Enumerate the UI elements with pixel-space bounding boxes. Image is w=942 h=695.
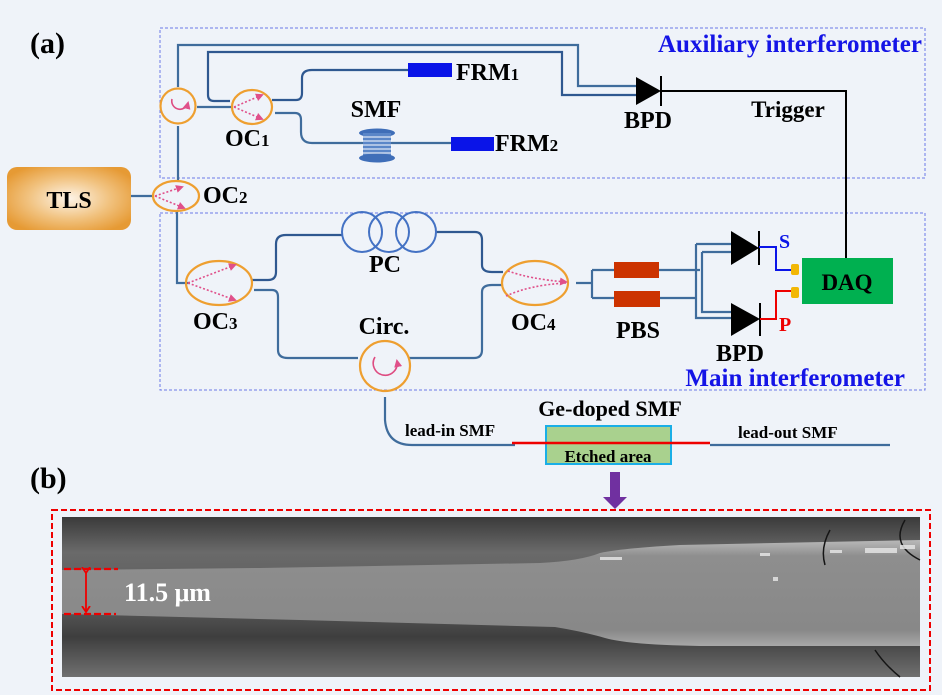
oc3-label: OC3 bbox=[193, 309, 238, 335]
circulator-arrow-icon bbox=[170, 98, 191, 111]
diameter-label: 11.5 μm bbox=[124, 578, 211, 607]
daq-label: DAQ bbox=[821, 270, 872, 295]
frm1-label: FRM1 bbox=[456, 60, 519, 86]
bpd-main-label: BPD bbox=[716, 341, 764, 367]
etched-area-box bbox=[545, 425, 672, 465]
daq-box bbox=[802, 258, 893, 304]
coupler-oc4: OC4 bbox=[500, 259, 570, 336]
s-signal-line bbox=[759, 246, 792, 271]
circ-label: Circ. bbox=[359, 314, 410, 340]
panel-label-b: (b) bbox=[30, 462, 67, 495]
main-interferometer-box bbox=[159, 212, 926, 391]
ge-doped-smf-label: Ge-doped SMF bbox=[538, 396, 682, 421]
arrow-down-icon bbox=[603, 472, 627, 509]
circulator-aux bbox=[159, 87, 197, 125]
coupler-oc2: OC2 bbox=[151, 179, 248, 213]
bpd-aux-diode-icon bbox=[636, 76, 662, 106]
auxiliary-interferometer-title: Auxiliary interferometer bbox=[658, 31, 922, 58]
pbs-label: PBS bbox=[616, 318, 660, 344]
smf-label: SMF bbox=[351, 97, 402, 123]
p-signal-line bbox=[760, 290, 792, 320]
panel-label-a: (a) bbox=[30, 27, 65, 60]
main-interferometer-title: Main interferometer bbox=[685, 365, 905, 392]
lead-in-smf-label: lead-in SMF bbox=[405, 421, 495, 440]
tls-label: TLS bbox=[46, 188, 91, 214]
auxiliary-fibers bbox=[176, 43, 640, 181]
coupler-oc3: OC3 bbox=[184, 259, 254, 335]
circulator-main bbox=[358, 339, 412, 393]
frm2-mirror bbox=[451, 137, 494, 151]
bpd-main-p-diode-icon bbox=[731, 303, 761, 336]
sem-image-frame bbox=[51, 509, 931, 691]
lead-out-smf-label: lead-out SMF bbox=[738, 423, 838, 442]
oc1-label: OC1 bbox=[225, 126, 270, 152]
s-channel-label: S bbox=[779, 231, 790, 253]
polarization-controller-icon bbox=[341, 211, 437, 253]
smf-spool-icon bbox=[359, 128, 395, 163]
coupler-oc1: OC1 bbox=[225, 88, 274, 152]
sem-image bbox=[62, 517, 921, 678]
trigger-line bbox=[661, 90, 847, 262]
main-fibers bbox=[130, 194, 890, 447]
oc2-label: OC2 bbox=[203, 183, 248, 209]
bpd-aux-label: BPD bbox=[624, 108, 672, 134]
tunable-laser-source: TLS bbox=[7, 167, 131, 230]
daq-port-s bbox=[791, 264, 799, 275]
frm1-mirror bbox=[408, 63, 452, 77]
p-channel-label: P bbox=[779, 314, 791, 336]
oc4-label: OC4 bbox=[511, 310, 556, 336]
pbs-block bbox=[614, 262, 660, 307]
etched-area-label: Etched area bbox=[564, 447, 652, 466]
bpd-main-s-diode-icon bbox=[731, 231, 760, 265]
pc-label: PC bbox=[369, 252, 401, 278]
circulator-main-arrow-icon bbox=[372, 356, 403, 377]
frm2-label: FRM2 bbox=[495, 131, 558, 157]
daq-port-p bbox=[791, 287, 799, 298]
trigger-label: Trigger bbox=[751, 97, 825, 122]
etched-fiber-body bbox=[62, 540, 920, 646]
